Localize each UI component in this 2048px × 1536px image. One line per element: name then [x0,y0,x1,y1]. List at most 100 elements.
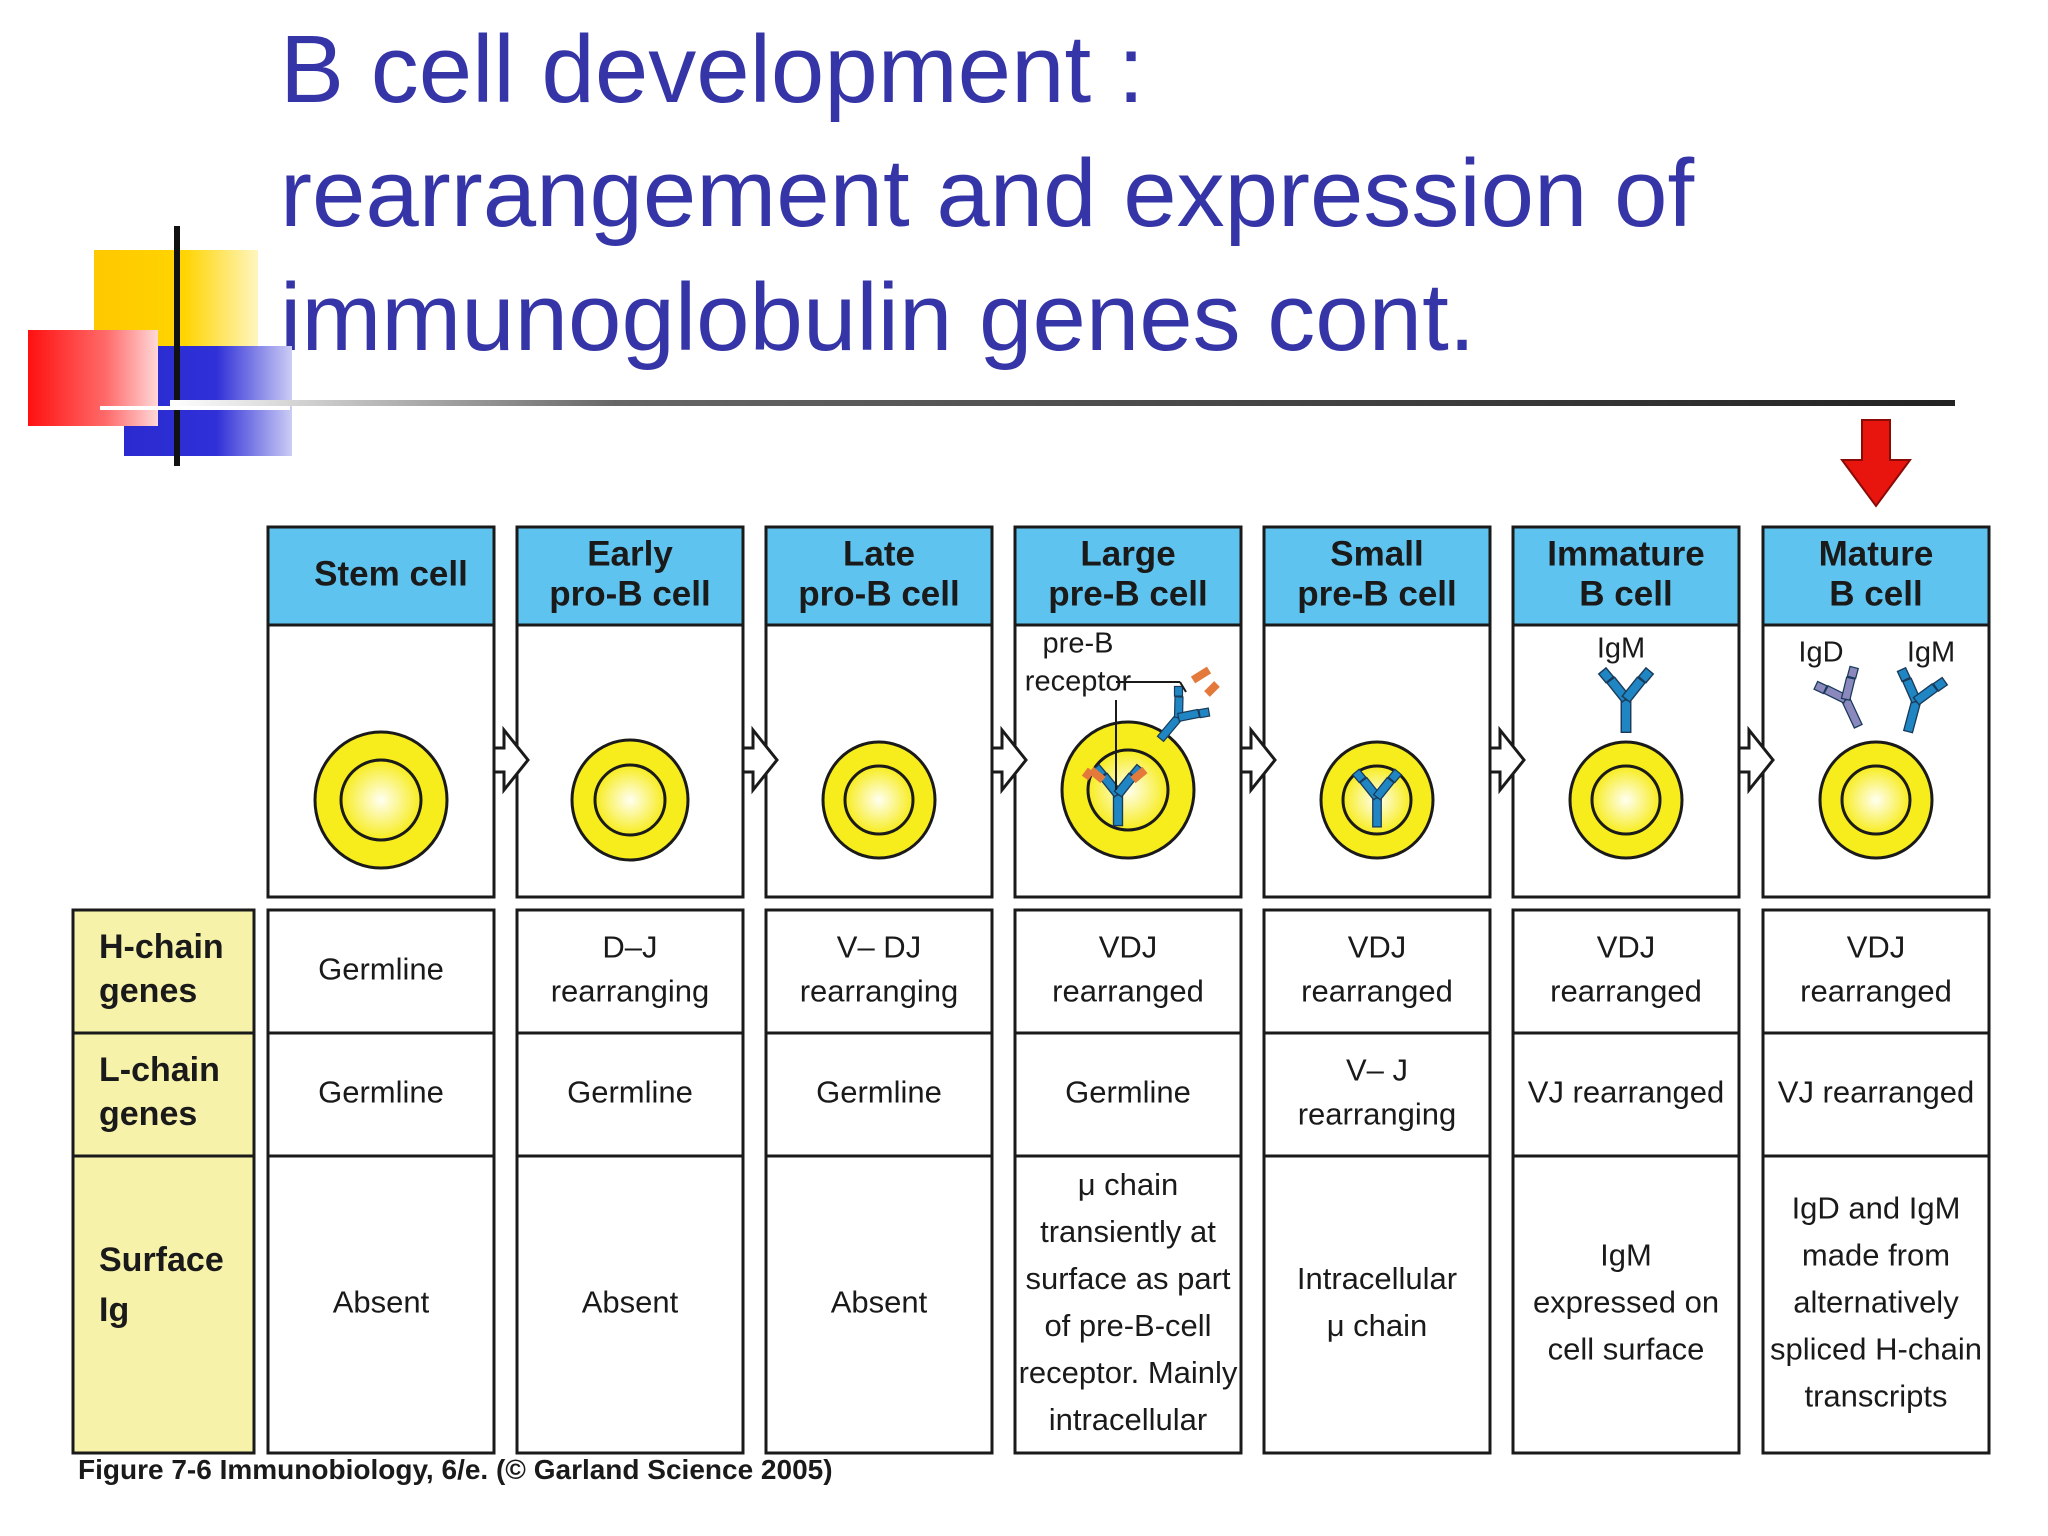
stage-header-text: B cell [1579,574,1672,613]
table-cell [1511,1031,1741,1158]
title-line-3: immunoglobulin genes cont. [280,264,1476,371]
stage-header [515,525,745,627]
pre-b-receptor-label: pre-B [1043,628,1114,660]
table-cell-text: rearranging [1298,1097,1457,1132]
title-line-1: B cell development : [280,16,1145,123]
stage-arrow-icon [1239,725,1277,795]
row-label-h-chain: genes [99,972,197,1010]
table-cell-text: Germline [318,952,444,987]
row-label-l-chain: L-chain [99,1051,220,1089]
title-rule [170,400,1955,406]
row-label-surface-ig: Surface [99,1241,224,1279]
title-line-2: rearrangement and expression of [280,140,1695,247]
pre-b-receptor-label: receptor [1025,666,1132,698]
table-cell-text: cell surface [1548,1332,1705,1367]
stage-header [1761,525,1991,627]
stage-arrow-icon [492,725,530,795]
igm-label: IgM [1907,637,1955,669]
stage-header-text: pro-B cell [798,574,959,613]
stage-header [266,525,496,627]
table-cell-text: μ chain [1327,1308,1428,1343]
table-cell-text: VDJ [1099,930,1158,965]
b-cell-icon [1319,740,1435,860]
table-cell-text: surface as part [1025,1261,1230,1296]
stage-header [1262,525,1492,627]
b-cell-icon [1568,666,1684,860]
stage-header-text: Mature [1819,534,1934,573]
table-cell-text: V– DJ [837,930,921,965]
b-cell-icon [1813,665,1949,860]
decor-short-rule [100,406,290,410]
table-cell-text: rearranging [551,974,710,1009]
table-cell-text: of pre-B-cell [1044,1308,1211,1343]
table-cell [1262,908,1492,1035]
decor-vertical-line [174,226,180,466]
stage-header-text: pro-B cell [549,574,710,613]
igd-label: IgD [1798,637,1843,669]
stage-header [1511,525,1741,627]
table-cell-text: Germline [567,1075,693,1110]
antibody-icon [1156,685,1211,743]
table-cell [515,908,745,1035]
b-cell-icon [570,738,690,862]
stage-header-text: pre-B cell [1297,574,1457,613]
table-cell-text: Intracellular [1297,1261,1457,1296]
table-cell-text: VDJ [1348,930,1407,965]
stage-arrow-icon [990,725,1028,795]
table-cell [1761,1031,1991,1158]
table-cell-text: Germline [1065,1075,1191,1110]
table-cell-text: rearranged [1800,974,1952,1009]
table-cell-text: transcripts [1805,1379,1948,1414]
table-cell [266,1031,496,1158]
table-cell [1511,908,1741,1035]
table-cell-text: rearranged [1301,974,1453,1009]
stage-arrow-icon [741,725,779,795]
table-cell [1761,1154,1991,1455]
antibody-icon [1351,768,1403,828]
table-cell [764,908,994,1035]
table-cell-text: VJ rearranged [1778,1075,1974,1110]
table-cell-text: Germline [318,1075,444,1110]
table-cell [1013,908,1243,1035]
table-cell-text: VJ rearranged [1528,1075,1724,1110]
antibody-icon [1896,666,1949,734]
table-cell-text: transiently at [1040,1214,1216,1249]
table-cell [515,1154,745,1455]
table-cell-text: Absent [831,1285,928,1320]
stage-arrow-icon [1737,725,1775,795]
table-cell [1013,1031,1243,1158]
stage-arrows [492,725,1775,795]
table-cell-text: V– J [1346,1053,1408,1088]
table-cell-text: receptor. Mainly [1019,1355,1238,1390]
stage-header-text: Immature [1547,534,1705,573]
table-cell [266,908,496,1035]
table-cell [1262,1031,1492,1158]
table-cell [1262,1154,1492,1455]
stage-header-text: Late [843,534,915,573]
stage-header-text: Large [1080,534,1175,573]
row-label-panel [71,908,256,1455]
antibody-icon [1597,666,1655,734]
table-cell [266,1154,496,1455]
table-cell-text: VDJ [1847,930,1906,965]
b-cell-icon [1060,666,1220,860]
stage-header-text: Small [1330,534,1423,573]
table-cell-text: IgM [1600,1238,1652,1273]
stage-header-text: B cell [1829,574,1922,613]
table-cell-text: expressed on [1533,1285,1719,1320]
row-label-h-chain: H-chain [99,928,224,966]
table-cell-text: made from [1802,1238,1950,1273]
slide-title: B cell development : rearrangement and e… [280,8,1980,380]
decor-red-square [28,330,158,426]
table-cell-text: D–J [602,930,657,965]
stage-header-text: pre-B cell [1048,574,1208,613]
